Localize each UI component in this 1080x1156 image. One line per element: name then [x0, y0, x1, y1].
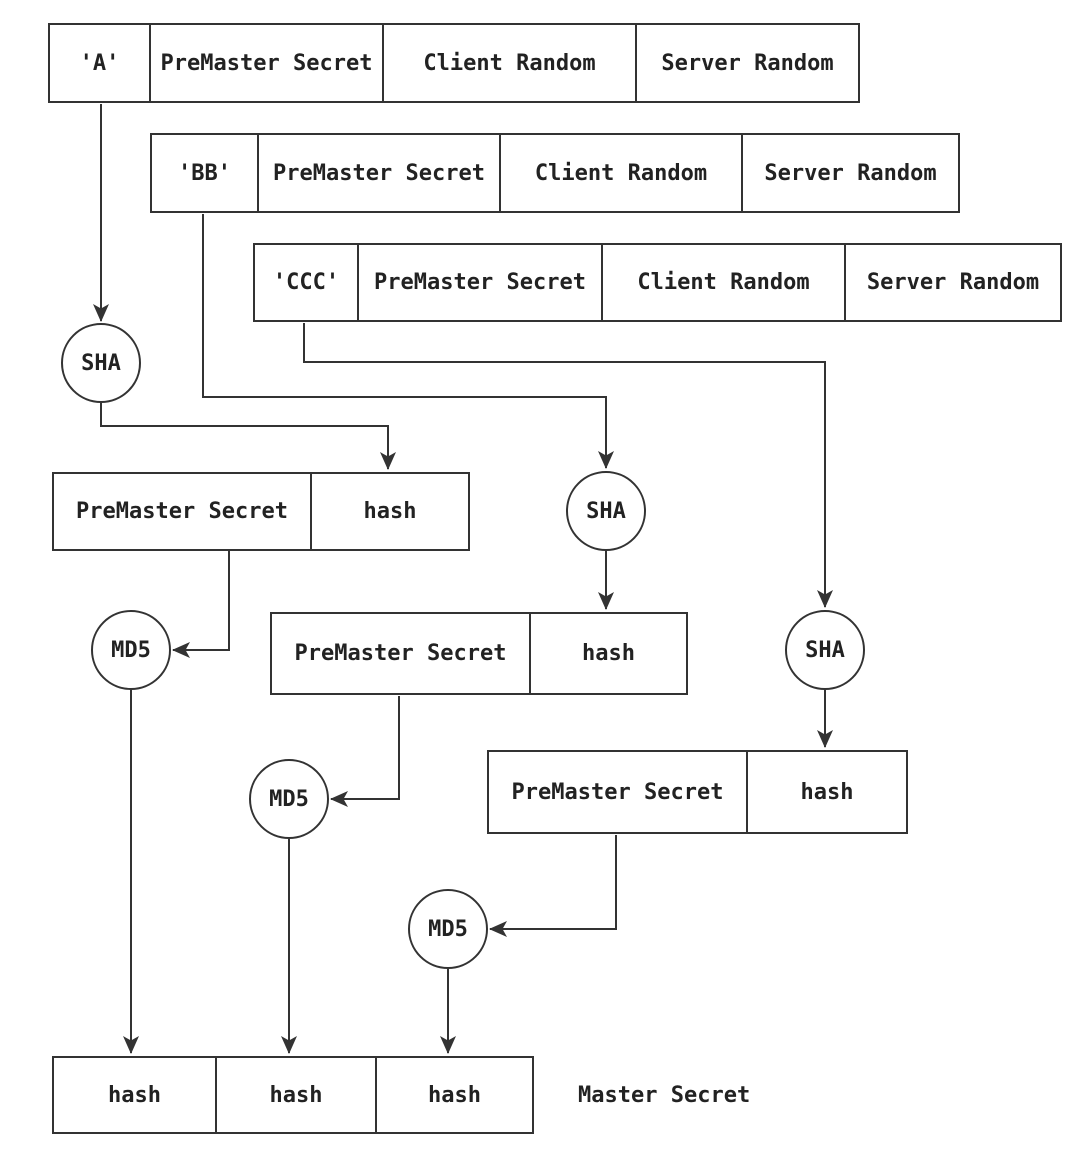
- cell-digest-hash-b: hash: [529, 614, 686, 693]
- md5-node-c: MD5: [408, 889, 488, 969]
- md5-node-b-label: MD5: [269, 786, 309, 812]
- cell-master-hash-2: hash: [215, 1058, 375, 1132]
- sha-node-c: SHA: [785, 610, 865, 690]
- cell-digest-premaster-c: PreMaster Secret: [511, 779, 724, 805]
- md5-node-a-label: MD5: [111, 637, 151, 663]
- cell-premaster-a: PreMaster Secret: [149, 25, 382, 101]
- digest-box-a: PreMaster Secret hash: [52, 472, 470, 551]
- md5-node-a: MD5: [91, 610, 171, 690]
- cell-digest-premaster-b: PreMaster Secret: [294, 641, 507, 666]
- sha-node-a: SHA: [61, 323, 141, 403]
- connector-ccc-to-sha: [303, 323, 833, 608]
- cell-master-hash-1: hash: [108, 1082, 161, 1108]
- input-row-a: 'A' PreMaster Secret Client Random Serve…: [48, 23, 860, 103]
- digest-box-b: PreMaster Secret hash: [270, 612, 688, 695]
- digest-box-c: PreMaster Secret hash: [487, 750, 908, 834]
- sha-node-a-label: SHA: [81, 350, 121, 376]
- connector-boxb-to-md5: [330, 696, 400, 807]
- master-secret-label: Master Secret: [578, 1082, 751, 1108]
- cell-premaster-b: PreMaster Secret: [257, 135, 499, 211]
- cell-client-random-b: Client Random: [499, 135, 741, 211]
- cell-digest-hash-c: hash: [746, 752, 906, 832]
- sha-node-b-label: SHA: [586, 498, 626, 524]
- connector-boxc-to-md5: [489, 835, 617, 937]
- cell-digest-premaster-a: PreMaster Secret: [76, 499, 288, 524]
- cell-tag-b: 'BB': [178, 160, 231, 186]
- cell-master-hash-3: hash: [375, 1058, 532, 1132]
- cell-server-random-a: Server Random: [635, 25, 858, 101]
- cell-tag-a: 'A': [79, 50, 120, 76]
- cell-premaster-c: PreMaster Secret: [357, 245, 601, 320]
- cell-client-random-c: Client Random: [601, 245, 844, 320]
- connector-boxa-to-md5: [172, 551, 230, 658]
- cell-client-random-a: Client Random: [382, 25, 635, 101]
- master-secret-box: hash hash hash: [52, 1056, 534, 1134]
- cell-tag-c: 'CCC': [272, 270, 340, 295]
- cell-server-random-b: Server Random: [741, 135, 958, 211]
- md5-node-c-label: MD5: [428, 916, 468, 942]
- md5-node-b: MD5: [249, 759, 329, 839]
- input-row-c: 'CCC' PreMaster Secret Client Random Ser…: [253, 243, 1062, 322]
- connector-sha-a-to-hash: [100, 403, 396, 470]
- sha-node-b: SHA: [566, 471, 646, 551]
- input-row-b: 'BB' PreMaster Secret Client Random Serv…: [150, 133, 960, 213]
- cell-server-random-c: Server Random: [844, 245, 1060, 320]
- sha-node-c-label: SHA: [805, 637, 845, 663]
- connector-bb-to-sha: [202, 214, 614, 469]
- cell-digest-hash-a: hash: [310, 474, 468, 549]
